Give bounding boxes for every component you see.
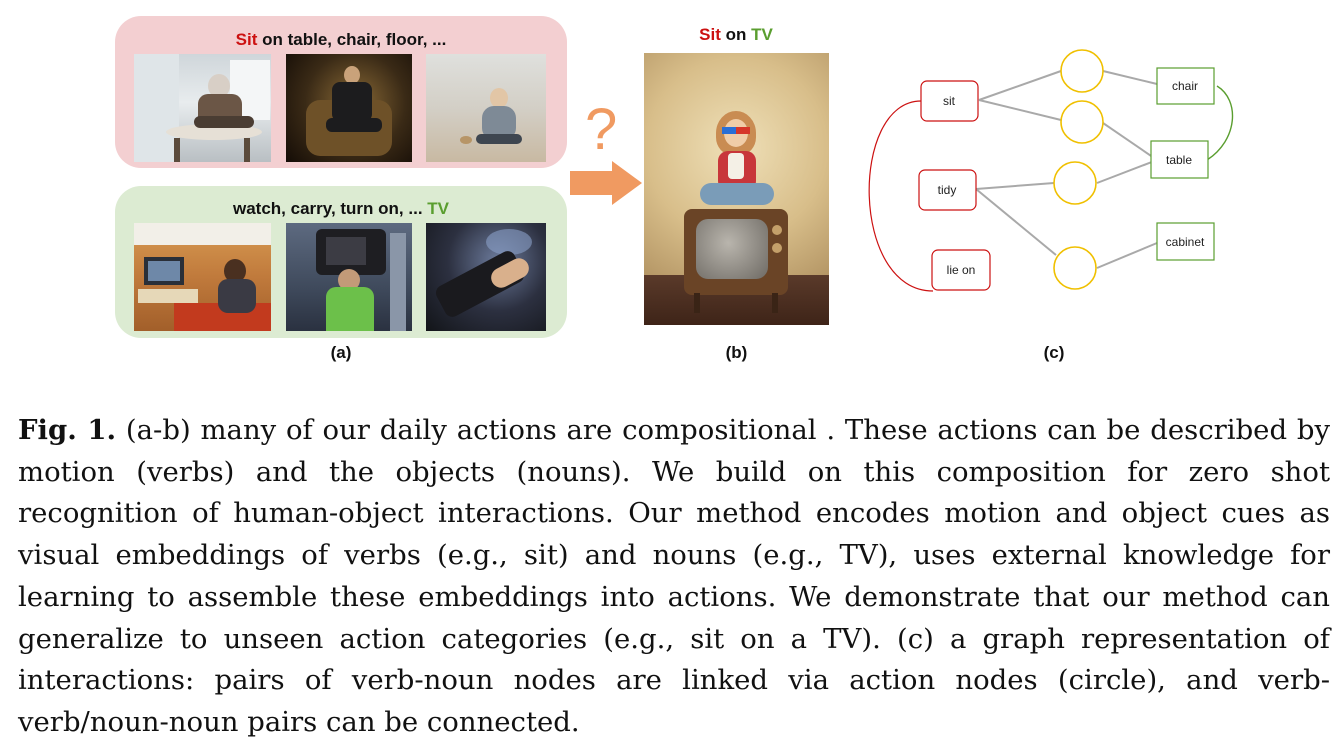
label-b: (b) — [725, 343, 748, 362]
noun-tv: TV — [427, 199, 449, 218]
edge-action1-chair — [1102, 70, 1158, 85]
photo-sit-on-table — [134, 54, 271, 162]
action-node — [1053, 161, 1097, 205]
figure-caption: Fig. 1. (a-b) many of our daily actions … — [18, 410, 1330, 744]
edge-chair-table — [1206, 85, 1234, 161]
question-mark: ? — [585, 97, 618, 162]
verb-sit-b: Sit — [699, 25, 721, 44]
label-a: (a) — [330, 343, 352, 362]
edge-action2-table — [1102, 122, 1158, 161]
verb-node-sit — [920, 80, 979, 122]
noun-label: chair — [1172, 79, 1198, 93]
edge-action3-table — [1096, 159, 1158, 184]
edge-action4-cabinet — [1096, 242, 1158, 269]
noun-tv-b: TV — [751, 25, 773, 44]
verb-noun-edges — [975, 70, 1158, 269]
caption-text: (a-b) many of our daily actions are comp… — [18, 414, 1330, 738]
noun-node-table — [1150, 140, 1209, 179]
figure-label: Fig. 1. — [18, 414, 117, 446]
sit-objects-text: on table, chair, floor, ... — [257, 30, 447, 49]
photo-sit-on-tv — [644, 53, 829, 325]
noun-label: cabinet — [1166, 235, 1205, 249]
photo-carry-tv — [286, 223, 412, 331]
edge-sit-action2 — [978, 99, 1062, 121]
noun-node-cabinet — [1156, 222, 1215, 261]
arrow-right-icon — [570, 161, 642, 205]
photo-sit-on-floor — [426, 54, 546, 162]
verb-node-lie-on — [931, 249, 991, 291]
action-node — [1060, 100, 1104, 144]
verb-sit: Sit — [235, 30, 258, 49]
action-node — [1060, 49, 1104, 93]
photo-turn-on-tv — [426, 223, 546, 331]
sit-panel-title: Sit on table, chair, floor, ... — [115, 30, 567, 50]
noun-label: table — [1166, 153, 1192, 167]
edge-sit-action1 — [978, 70, 1062, 101]
tv-verbs-text: watch, carry, turn on, ... — [232, 199, 428, 218]
panel-b-title-on: on — [720, 25, 752, 44]
tv-panel-title: watch, carry, turn on, ... TV — [115, 199, 567, 219]
verb-label: lie on — [947, 263, 976, 277]
edge-tidy-action3 — [975, 182, 1055, 190]
edge-sit-lieon — [868, 100, 934, 292]
panel-b-title: Sit on TV — [644, 25, 828, 45]
action-node — [1053, 246, 1097, 290]
photo-sit-on-chair — [286, 54, 412, 162]
label-c: (c) — [1043, 343, 1065, 362]
verb-label: tidy — [938, 183, 957, 197]
verb-node-tidy — [918, 169, 977, 211]
interaction-graph: sit tidy lie on chair table cabinet — [868, 49, 1234, 292]
edge-tidy-action4 — [975, 188, 1057, 256]
verb-label: sit — [943, 94, 956, 108]
photo-watch-tv — [134, 223, 271, 331]
noun-node-chair — [1156, 67, 1215, 105]
